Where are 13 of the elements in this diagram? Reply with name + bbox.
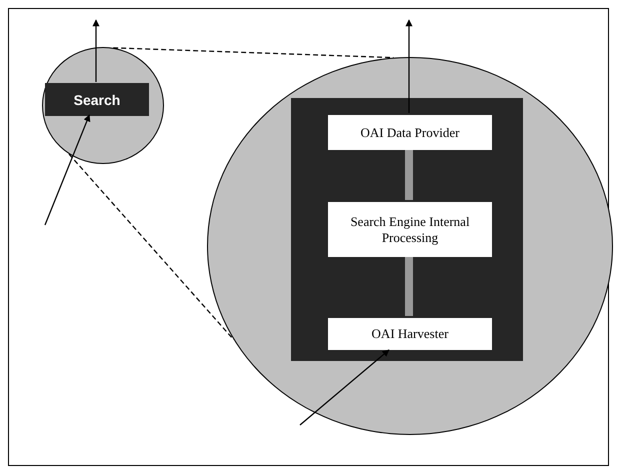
dashed-line [113,47,394,58]
process-box: Search Engine Internal Processing [327,201,493,258]
arrow [406,19,412,113]
arrow [300,350,390,426]
search-label: Search [45,83,149,116]
arrow [44,114,90,226]
process-box: OAI Harvester [327,317,493,351]
system-panel [291,98,523,361]
process-box: OAI Data Provider [327,114,493,151]
connector-bar [405,257,413,316]
arrow [92,19,100,82]
dashed-line [68,154,234,340]
connector-bar [405,150,413,200]
